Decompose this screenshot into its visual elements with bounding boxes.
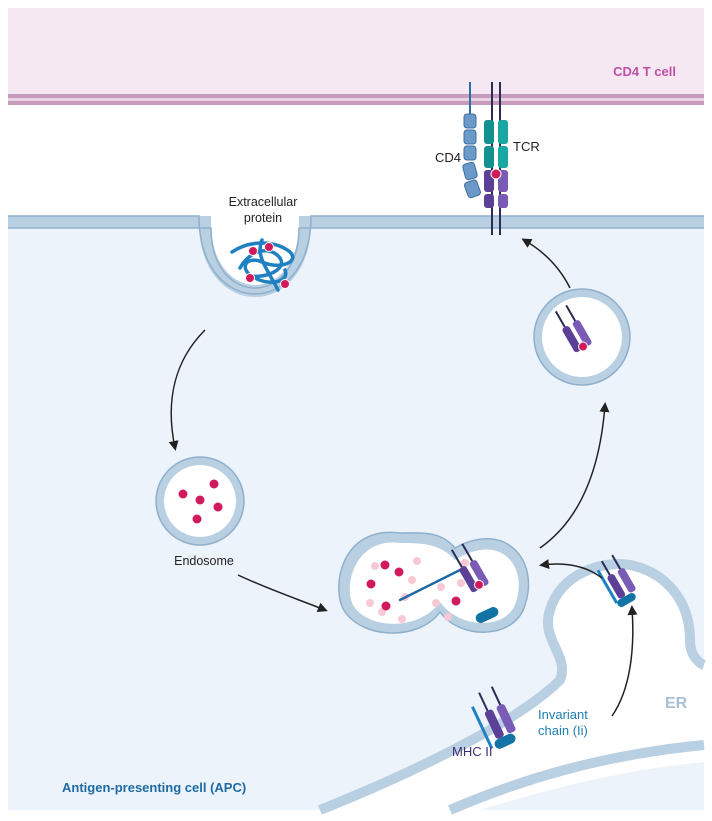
tcr-molecule-icon	[484, 120, 508, 168]
peptide-dot-icon	[578, 341, 588, 352]
curved-arrow-icon	[539, 402, 610, 549]
peptide-dot-icon	[264, 242, 274, 252]
cd4-molecule-icon	[462, 113, 481, 199]
extracellular-peptides	[245, 242, 290, 289]
peptide-dot-icon	[474, 579, 484, 590]
extracellular-label-line2: protein	[244, 211, 282, 225]
vesicle-peptides	[366, 560, 461, 611]
er-lumen	[320, 564, 704, 810]
nucleus-membrane	[448, 740, 705, 815]
tcr-label: TCR	[513, 139, 540, 154]
tcell-membrane-inner	[8, 101, 704, 105]
tcell-label: CD4 T cell	[613, 64, 676, 79]
peptide-dot-icon	[490, 168, 502, 180]
clip-fragment	[475, 607, 499, 623]
cd4-label: CD4	[435, 150, 461, 165]
apc-label: Antigen-presenting cell (APC)	[62, 780, 246, 795]
invariant-chain-label-line1: Invariant	[538, 707, 588, 722]
extracellular-label-line1: Extracellular	[229, 195, 298, 209]
peptide-dot-icon	[248, 246, 258, 256]
peptide-dot-icon	[366, 579, 376, 589]
er-label: ER	[665, 695, 688, 712]
curved-arrow-icon	[539, 559, 603, 579]
invariant-chain-label-line2: chain (Ii)	[538, 723, 588, 738]
tcell-membrane-outer	[8, 94, 704, 98]
endosome-peptides	[178, 479, 223, 524]
pathway-arrows	[168, 238, 638, 717]
tcr-mhc-complex	[462, 82, 508, 235]
peptide-dot-icon	[451, 596, 461, 606]
peptide-dot-icon	[380, 560, 390, 570]
peptide-dot-icon	[195, 495, 205, 505]
er-membrane	[318, 559, 706, 815]
endosome-label: Endosome	[174, 554, 234, 568]
apc-cytoplasm	[8, 218, 704, 810]
curved-arrow-icon	[237, 574, 328, 613]
peptide-dot-icon	[394, 567, 404, 577]
curved-arrow-icon	[168, 329, 206, 451]
degraded-peptides	[366, 557, 469, 623]
peptide-dot-icon	[192, 514, 202, 524]
peptide-dot-icon	[381, 601, 391, 611]
mhc-ii-molecule-icon	[450, 543, 489, 593]
tcell-cytoplasm	[8, 8, 704, 96]
peptide-dot-icon	[280, 279, 290, 289]
peptide-dot-icon	[213, 502, 223, 512]
peptide-dot-icon	[178, 489, 188, 499]
mhc-ii-label: MHC II	[452, 744, 492, 759]
curved-arrow-icon	[521, 238, 571, 289]
apc-plasma-membrane	[8, 216, 704, 297]
mhc-ii-invariant-er-icon	[471, 686, 516, 750]
peptide-dot-icon	[245, 273, 255, 283]
peptide-dot-icon	[209, 479, 219, 489]
mhc-ii-invariant-bud-icon	[596, 554, 636, 607]
curved-arrow-icon	[611, 605, 638, 717]
mhc-ii-molecule-icon	[554, 304, 592, 353]
